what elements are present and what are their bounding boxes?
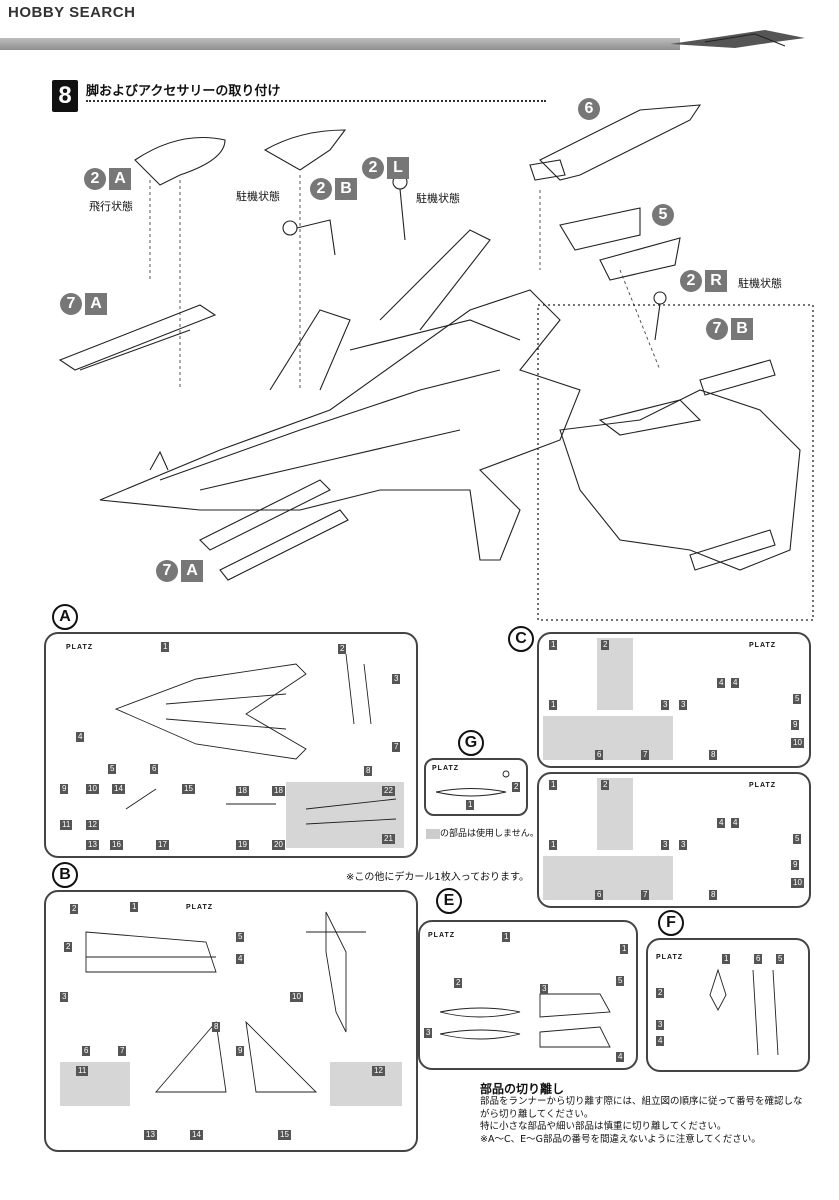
site-logo: HOBBY SEARCH	[8, 4, 136, 21]
parked-state-label-2B: 駐機状態	[236, 190, 280, 203]
runner-g-parts-drawing	[435, 770, 510, 797]
decal-note: ※この他にデカール1枚入っております。	[346, 872, 529, 883]
cutting-line-3: ※A～C、E～G部品の番号を間違えないように注意してください。	[480, 1133, 761, 1145]
runner-g: PLATZ 1 2	[424, 758, 528, 816]
runner-g-label: G	[458, 730, 484, 756]
runner-e: PLATZ 1 1 2 3 3 4 5	[418, 920, 638, 1070]
runner-c-label: C	[508, 626, 534, 652]
runner-c-shaded-area-2	[543, 716, 673, 760]
callout-6: 6	[578, 98, 600, 120]
runner-d-logo: PLATZ	[749, 782, 777, 789]
runner-b-label: B	[52, 862, 78, 888]
runner-a: PLATZ 1 2 3 4 5 6 7 8 9 10 11 12 13 14 1…	[44, 632, 418, 858]
runner-f: PLATZ 1 2 3 4 5 6	[646, 938, 810, 1072]
runner-e-parts-drawing	[439, 993, 611, 1048]
cutting-line-1: 部品をランナーから切り離す際には、組立図の順序に従って番号を確認しながら切り離し…	[480, 1096, 803, 1120]
runner-a-label: A	[52, 604, 78, 630]
cutting-instructions: 部品をランナーから切り離す際には、組立図の順序に従って番号を確認しながら切り離し…	[480, 1096, 810, 1146]
runner-b-logo: PLATZ	[186, 904, 214, 911]
runner-c-shaded-area	[597, 638, 633, 710]
runner-b: PLATZ 1 2 2 3 4 5 6 7 8 9 10 11 12 13 14…	[44, 890, 418, 1152]
cutting-title: 部品の切り離し	[480, 1082, 565, 1096]
runner-d-shaded-area	[597, 778, 633, 850]
runner-g-logo: PLATZ	[432, 765, 460, 772]
runner-f-parts-drawing	[709, 968, 779, 1056]
assembly-illustration	[58, 104, 814, 621]
header-aircraft-icon	[670, 30, 805, 48]
runner-b-shaded-area-left	[60, 1062, 130, 1106]
runner-c-logo: PLATZ	[749, 642, 777, 649]
parked-state-label-2R: 駐機状態	[738, 277, 782, 290]
runner-c: PLATZ 1 1 2 3 3 4 4 5 6 7 8 9 10	[537, 632, 811, 768]
unused-parts-note: の部品は使用しません。	[426, 826, 539, 839]
step-title: 脚およびアクセサリーの取り付け	[86, 84, 281, 99]
runner-f-label: F	[658, 910, 684, 936]
runner-a-part-numbers: 1 2 3 4 5 6 7 8 9 10 11 12 13 14 15 16 1…	[60, 642, 401, 850]
runner-b-parts-drawing	[85, 911, 366, 1093]
callout-5: 5	[652, 204, 674, 226]
runner-f-logo: PLATZ	[656, 954, 684, 961]
runner-e-label: E	[436, 888, 462, 914]
runner-a-logo: PLATZ	[66, 644, 94, 651]
parked-state-label-2L: 駐機状態	[416, 192, 460, 205]
runner-b-shaded-area-right	[330, 1062, 402, 1106]
runner-d-shaded-area-2	[543, 856, 673, 900]
runner-d: PLATZ 1 1 2 3 3 4 4 5 6 7 8 9 10	[537, 772, 811, 908]
step-title-rule	[86, 100, 546, 102]
runner-a-parts-drawing	[114, 653, 397, 825]
runner-e-logo: PLATZ	[428, 932, 456, 939]
cutting-line-2: 特に小さな部品や細い部品は慎重に切り離してください。	[480, 1121, 727, 1132]
step-number: 8	[52, 80, 78, 112]
flight-state-label: 飛行状態	[85, 196, 137, 216]
header-bar	[0, 38, 680, 50]
